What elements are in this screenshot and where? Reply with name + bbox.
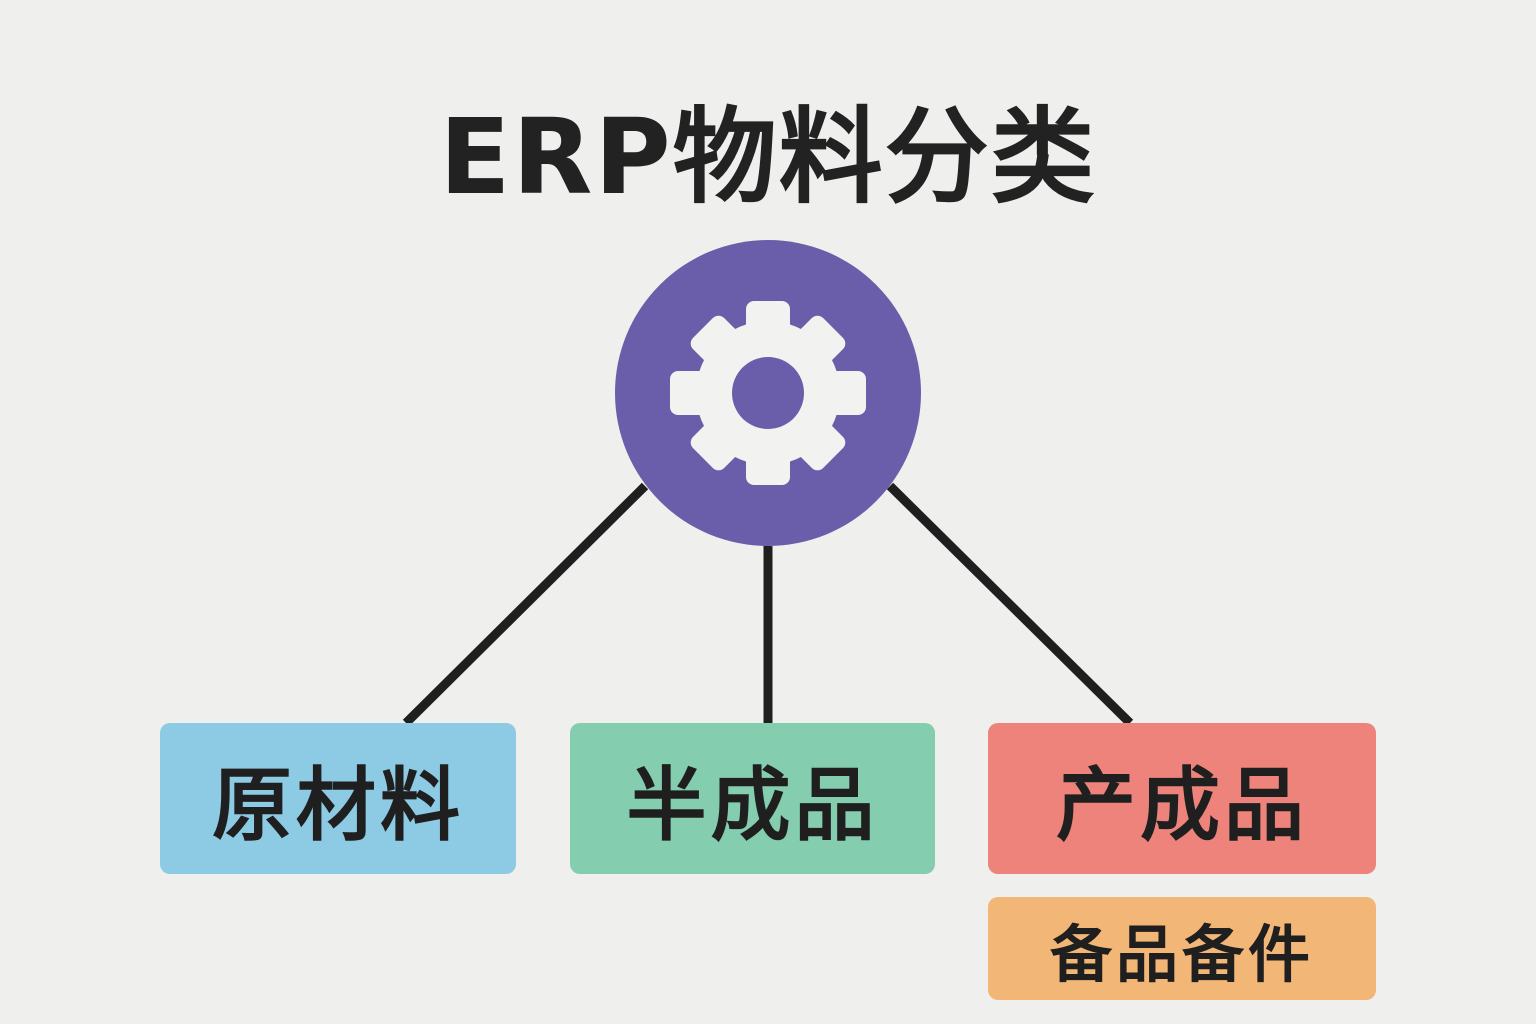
category-label: 产成品 (1056, 758, 1308, 852)
connector-raw-materials (402, 482, 649, 727)
category-label: 半成品 (626, 758, 879, 852)
category-spare-parts: 备品备件 (988, 897, 1376, 1000)
category-label: 原材料 (212, 758, 464, 852)
category-raw-materials: 原材料 (160, 723, 516, 874)
connector-finished-goods (886, 482, 1134, 727)
category-finished-goods: 产成品 (988, 723, 1376, 874)
hub-circle (615, 240, 921, 546)
category-semi-finished: 半成品 (570, 723, 935, 874)
gear-icon (670, 301, 866, 485)
diagram-title: ERP物料分类 (439, 96, 1097, 218)
category-label: 备品备件 (1049, 917, 1314, 991)
